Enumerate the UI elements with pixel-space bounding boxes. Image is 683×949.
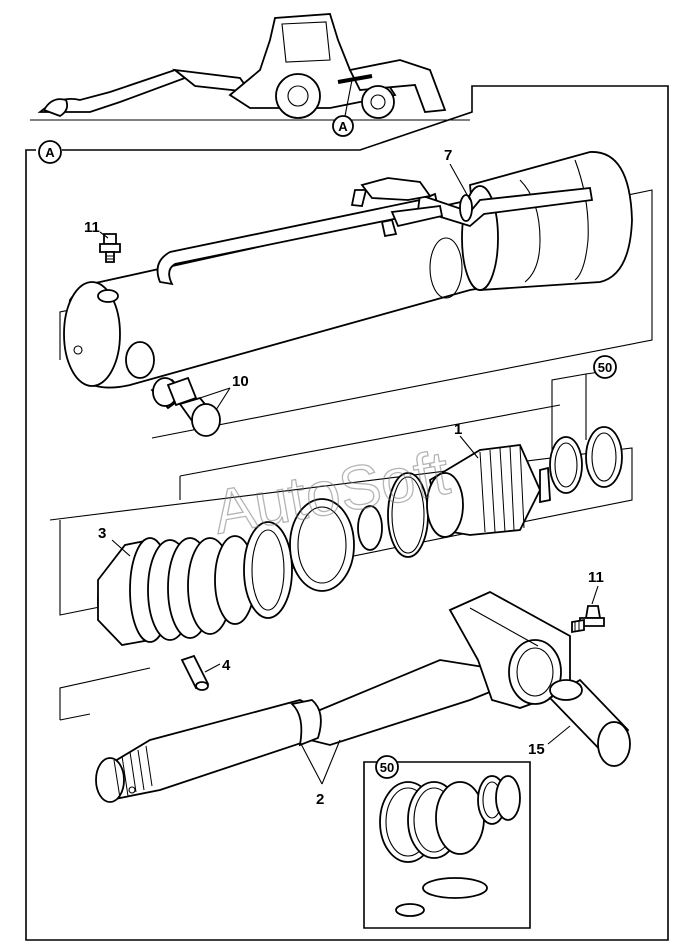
bushings bbox=[150, 376, 221, 437]
kit-callout-inset: 50 bbox=[375, 755, 399, 779]
view-marker-thumbnail: A bbox=[332, 115, 354, 137]
grease-nipple-top bbox=[99, 233, 121, 263]
callout-2: 2 bbox=[316, 791, 324, 808]
kit-callout-main-label: 50 bbox=[598, 360, 612, 375]
cylinder-barrel bbox=[59, 151, 653, 439]
callout-10: 10 bbox=[232, 373, 249, 390]
seal-kit-inset bbox=[363, 761, 531, 929]
leader-lines bbox=[99, 163, 599, 785]
kit-callout-inset-label: 50 bbox=[380, 760, 394, 775]
kit-callout-main: 50 bbox=[593, 355, 617, 379]
detail-frame bbox=[25, 85, 669, 941]
view-marker-label: A bbox=[338, 119, 348, 134]
callout-labels: 11 7 10 3 1 4 11 2 15 bbox=[84, 147, 604, 808]
callout-3: 3 bbox=[98, 525, 106, 542]
callout-7: 7 bbox=[444, 147, 452, 164]
pin bbox=[180, 654, 210, 691]
callout-15: 15 bbox=[528, 741, 545, 758]
piston-rod bbox=[59, 590, 571, 803]
view-marker-frame-label: A bbox=[45, 145, 55, 160]
piston-seal-group bbox=[49, 371, 633, 646]
callout-4: 4 bbox=[222, 657, 231, 674]
callout-11-top: 11 bbox=[84, 219, 100, 236]
eye-pin bbox=[548, 678, 631, 767]
view-marker-frame: A bbox=[38, 140, 62, 164]
callout-1: 1 bbox=[454, 421, 462, 438]
callout-11-right: 11 bbox=[588, 569, 604, 586]
grease-nipple-right bbox=[571, 605, 605, 634]
backhoe-loader-thumbnail bbox=[30, 13, 470, 121]
